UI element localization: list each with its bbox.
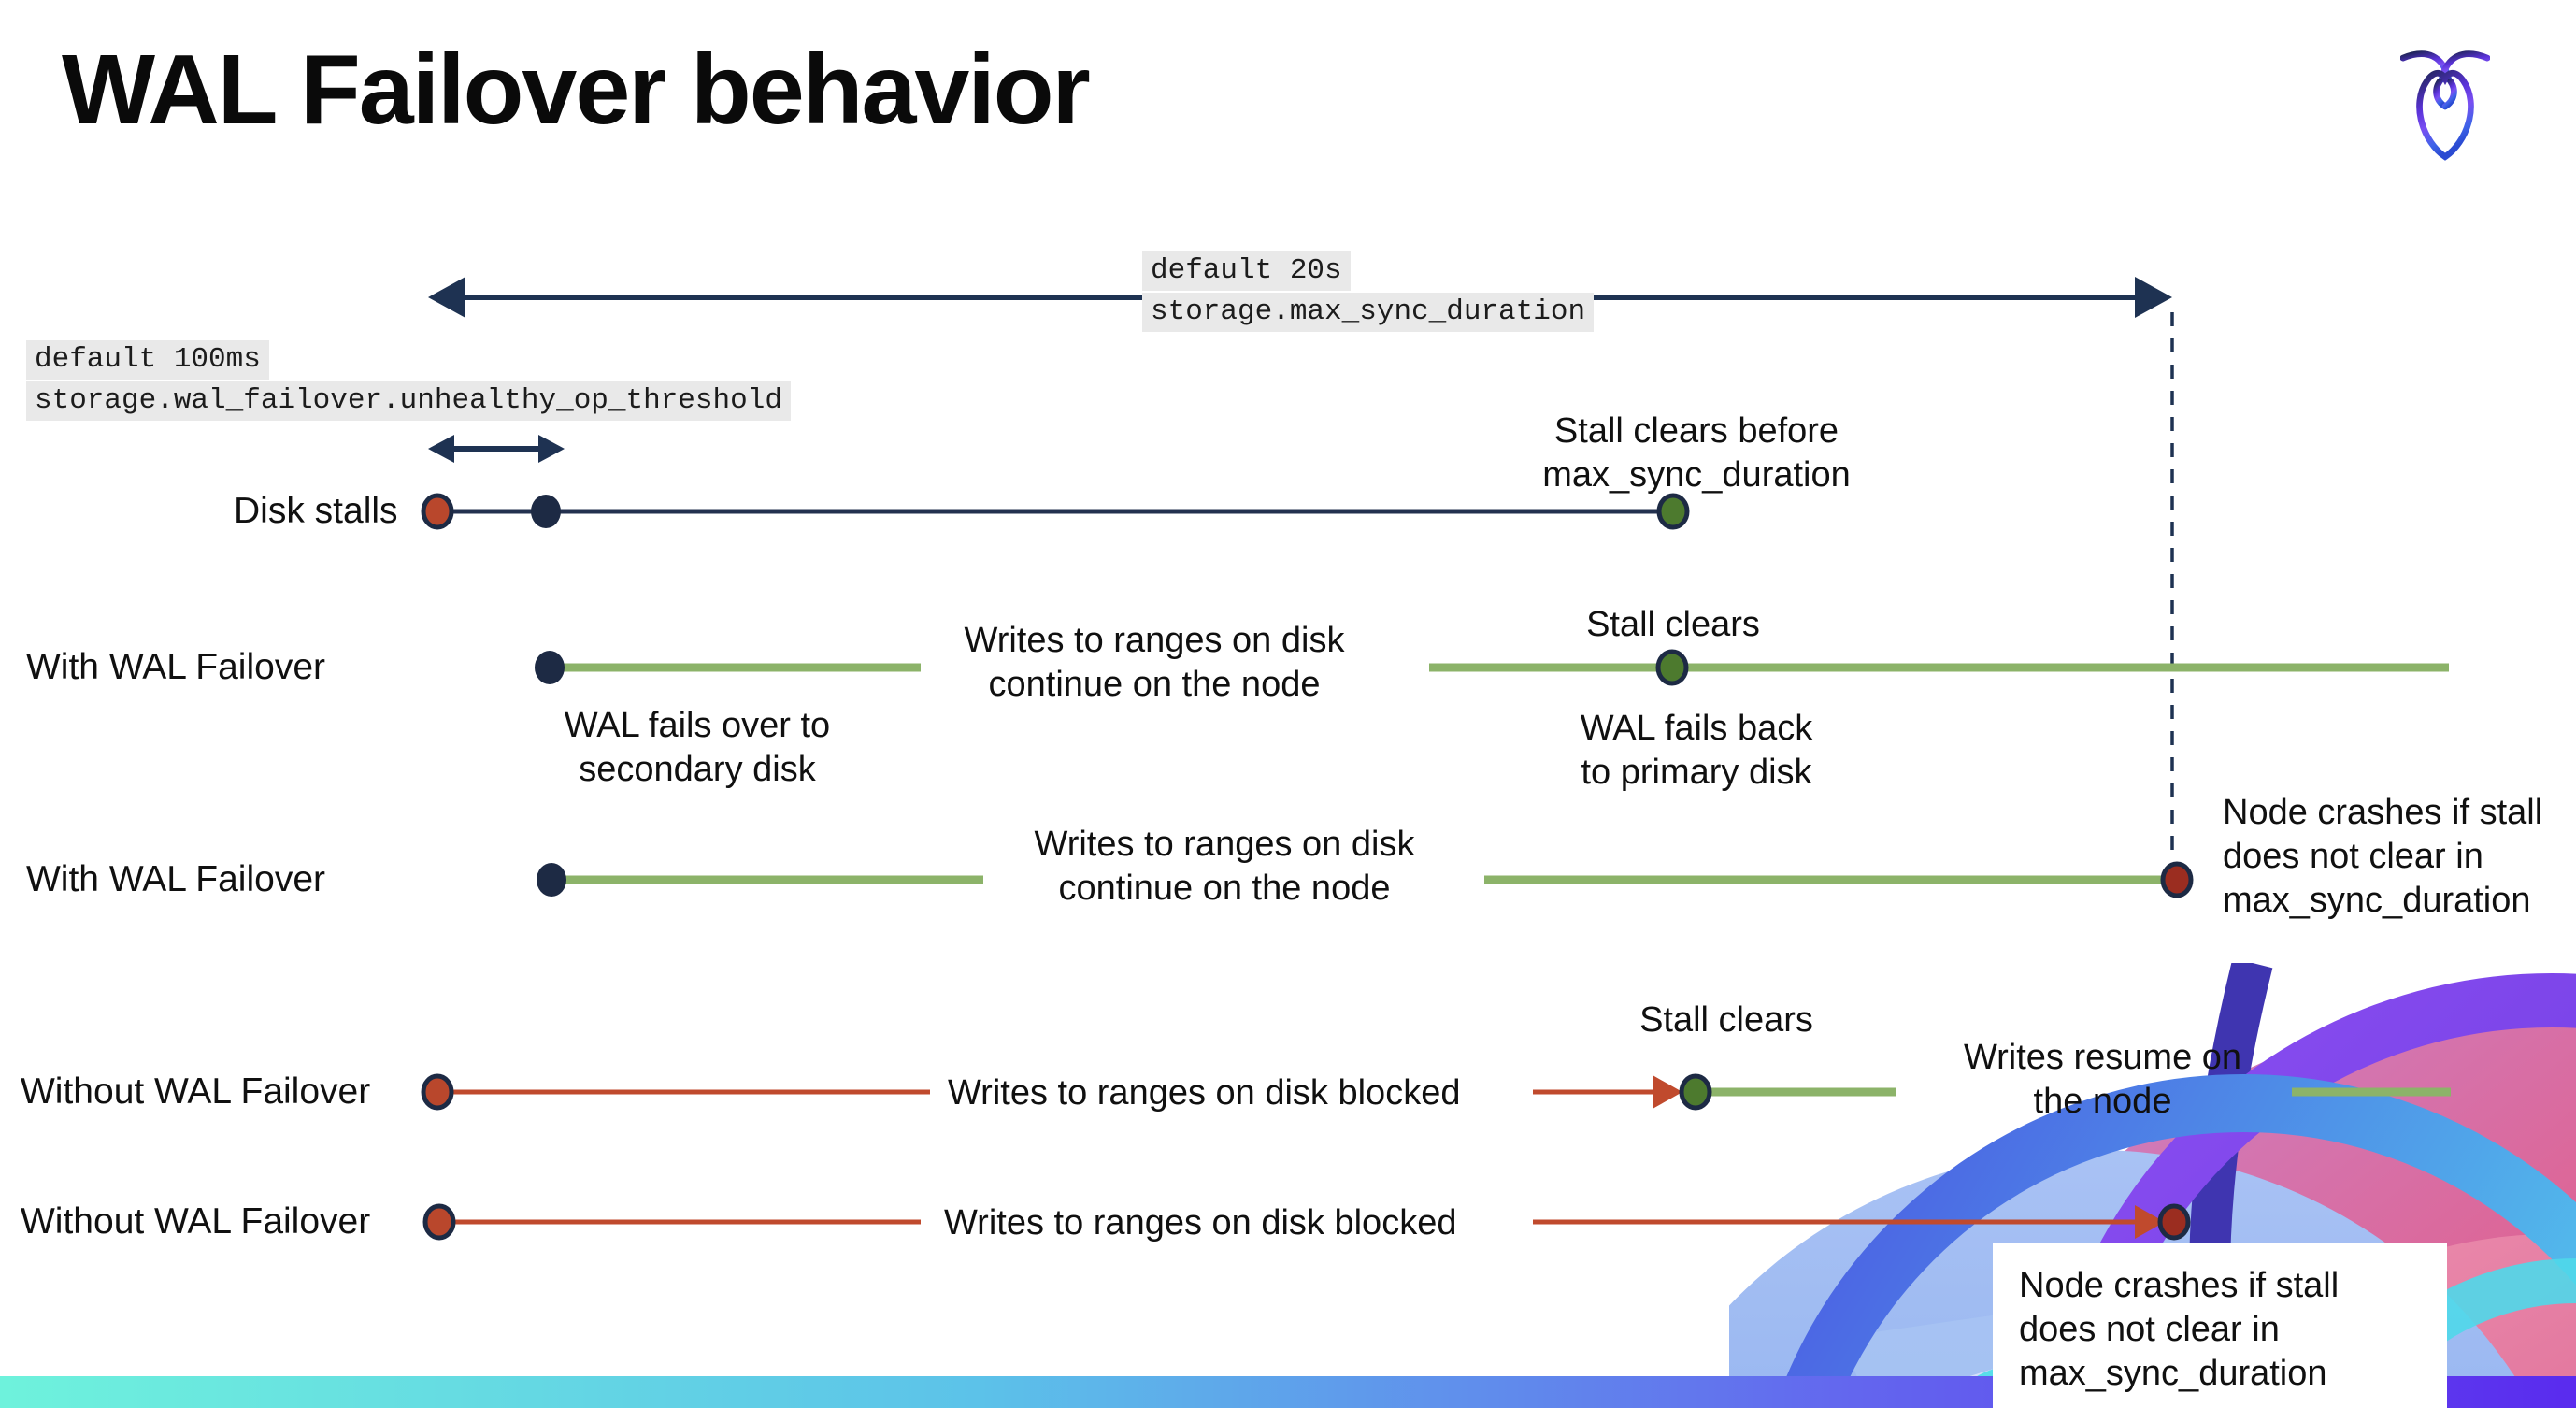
stall-clears-dot (1655, 649, 1689, 686)
stall-clears-dot (1679, 1073, 1712, 1111)
art-bluecyan-ring (1774, 1074, 2576, 1408)
note-node-crashes-1: Node crashes if stall does not clear in … (2223, 793, 2543, 920)
logo-branch-right (2441, 78, 2457, 110)
blocked-arrowhead-icon (1653, 1075, 1682, 1109)
note-writes-blocked-1: Writes to ranges on disk blocked (948, 1073, 1461, 1113)
unhealthy-op-setting-chip: storage.wal_failover.unhealthy_op_thresh… (26, 381, 791, 421)
arrowhead-left-icon (428, 435, 454, 463)
note-writes-resume: Writes resume on the node (1963, 1038, 2242, 1121)
timeline-with-failover-clears (535, 649, 2449, 686)
row-label-disk-stalls: Disk stalls (234, 491, 398, 531)
art-purple-ring (2044, 973, 2576, 1408)
stall-start-dot (421, 1073, 454, 1111)
stall-clears-dot (1656, 493, 1690, 530)
row-label-with-wal-failover-1: With WAL Failover (26, 647, 325, 687)
cockroachdb-logo-icon (2400, 47, 2490, 163)
crash-dot (2160, 861, 2194, 898)
note-wal-fails-back: WAL fails back to primary disk (1580, 709, 1813, 792)
note-writes-continue-1: Writes to ranges on disk continue on the… (964, 621, 1345, 704)
row-label-with-wal-failover-2: With WAL Failover (26, 859, 325, 899)
note-stall-clears-before: Stall clears before max_sync_duration (1542, 411, 1851, 495)
unhealthy-op-threshold-span-arrow (428, 435, 565, 463)
cockroachdb-logo-graphic (2400, 50, 2490, 161)
crash-callout-box (1993, 1243, 2447, 1408)
arrowhead-right-icon (538, 435, 565, 463)
arrowhead-right-icon (2135, 277, 2172, 318)
row-label-without-wal-failover-2: Without WAL Failover (21, 1201, 371, 1242)
threshold-dot (531, 495, 561, 528)
stall-start-dot (421, 493, 454, 530)
note-node-crashes-2: Node crashes if stall does not clear in … (2019, 1266, 2340, 1393)
logo-body (2416, 69, 2474, 161)
logo-branch-left (2433, 78, 2449, 110)
timeline-disk-stalls (421, 493, 1690, 530)
page-title: WAL Failover behavior (62, 35, 1091, 145)
note-writes-continue-2: Writes to ranges on disk continue on the… (1034, 825, 1415, 908)
unhealthy-op-default-chip: default 100ms (26, 340, 269, 380)
max-sync-default-chip: default 20s (1142, 251, 1351, 291)
max-sync-setting-chip: storage.max_sync_duration (1142, 293, 1595, 332)
failover-dot (535, 651, 565, 684)
failover-dot (537, 863, 566, 897)
arrowhead-left-icon (428, 277, 465, 318)
note-writes-blocked-2: Writes to ranges on disk blocked (944, 1203, 1457, 1243)
note-stall-clears-2: Stall clears (1639, 1000, 1813, 1040)
note-wal-fails-over: WAL fails over to secondary disk (564, 706, 831, 789)
note-stall-clears-1: Stall clears (1586, 605, 1760, 644)
row-label-without-wal-failover-1: Without WAL Failover (21, 1071, 371, 1112)
stall-start-dot (422, 1203, 456, 1241)
